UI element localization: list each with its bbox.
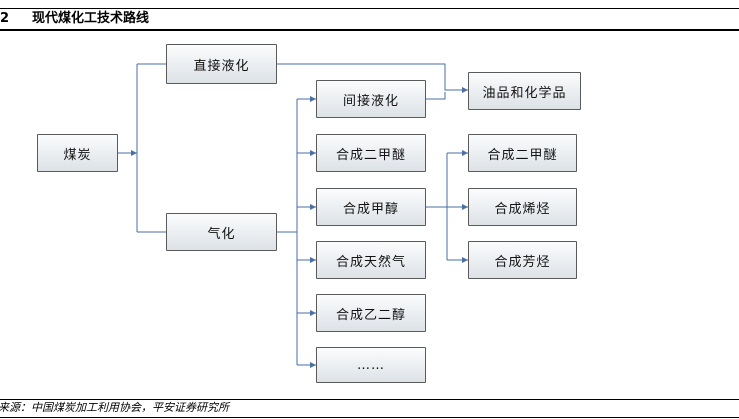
source-note: 来源：中国煤炭加工利用协会，平安证券研究所 [0,401,229,414]
node-natural-gas: 合成天然气 [316,241,426,279]
node-oil-chemicals: 油品和化学品 [468,72,581,110]
node-dme: 合成二甲醚 [316,134,426,172]
node-indirect-liquefaction: 间接液化 [316,80,426,118]
figure-title: 现代煤化工技术路线 [32,11,150,26]
node-gasification: 气化 [166,213,277,251]
node-more: …… [316,347,426,383]
connector-indirect-to-oil [426,92,446,100]
node-olefins: 合成烯烃 [468,188,577,226]
node-ethylene-glycol: 合成乙二醇 [316,294,426,332]
node-direct-liquefaction: 直接液化 [166,44,277,84]
connector-direct-to-oil [277,63,468,93]
source-rule-top [0,399,739,400]
title-rule-top [0,8,739,9]
source-rule-bottom [0,417,739,418]
node-coal: 煤炭 [37,134,118,172]
title-rule-bottom [0,29,739,31]
figure-number: 2 [0,11,10,26]
node-methanol-dme: 合成二甲醚 [468,134,577,172]
node-aromatics: 合成芳烃 [468,241,577,279]
node-methanol: 合成甲醇 [316,188,426,226]
